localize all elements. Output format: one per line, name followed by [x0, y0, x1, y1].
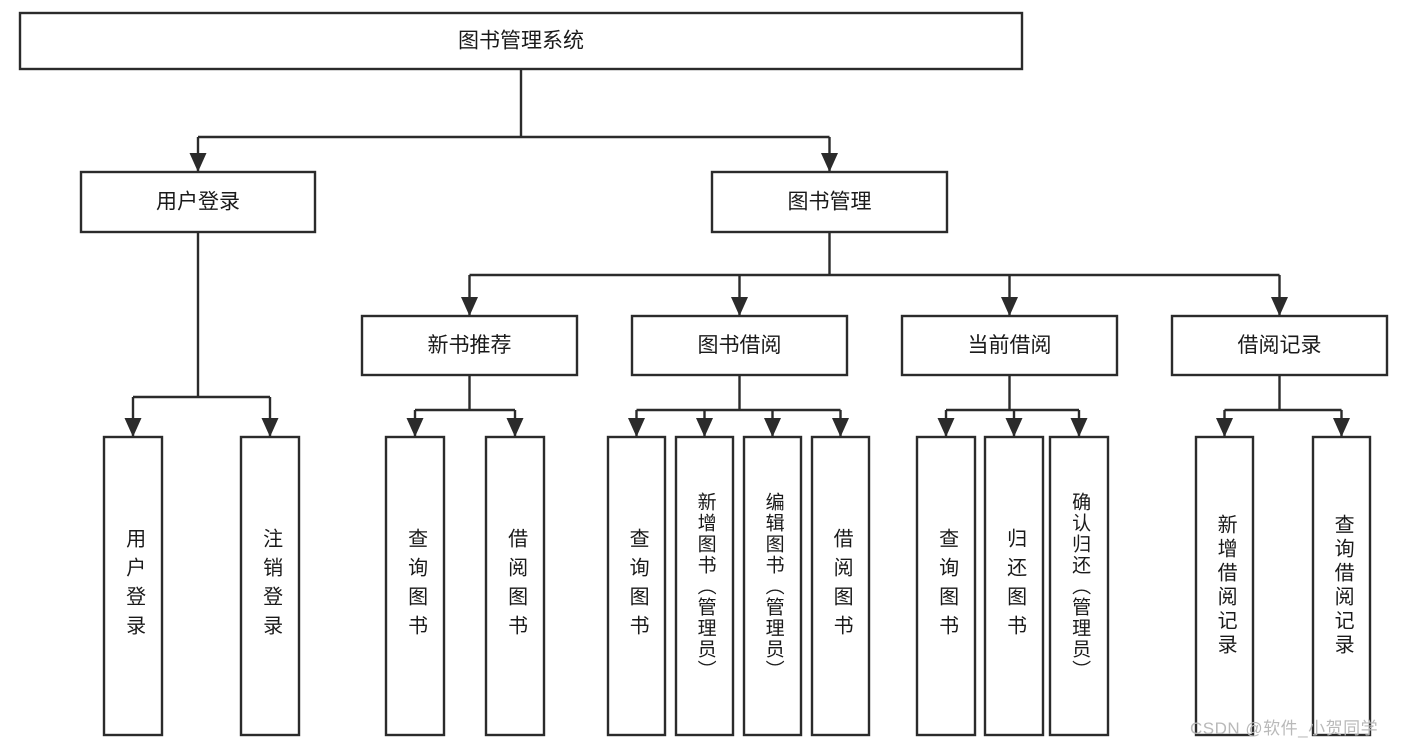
- node-box-leaf-6[interactable]: [742, 435, 803, 737]
- arrowhead-down: [261, 418, 279, 437]
- arrowhead-down: [1005, 418, 1023, 437]
- arrowhead-down: [937, 418, 955, 437]
- node-level2-1[interactable]: [710, 170, 949, 234]
- node-box-leaf-0[interactable]: [102, 435, 164, 737]
- node-box-leaf-1[interactable]: [239, 435, 301, 737]
- node-label-level3-2: 当前借阅: [968, 334, 1052, 357]
- arrowhead-down: [189, 153, 207, 172]
- node-label-level2-1: 图书管理: [788, 191, 872, 214]
- node-box-level3-0[interactable]: [360, 314, 579, 377]
- arrowhead-down: [821, 153, 838, 172]
- arrowhead-down: [1001, 297, 1018, 316]
- node-box-level2-1[interactable]: [710, 170, 949, 234]
- node-label-level3-0: 新书推荐: [428, 334, 512, 357]
- node-box-leaf-9[interactable]: [983, 435, 1045, 737]
- arrowhead-down: [1271, 297, 1288, 316]
- node-box-level3-1[interactable]: [630, 314, 849, 377]
- arrowhead-down: [764, 418, 781, 437]
- node-leaf-11[interactable]: [1194, 435, 1255, 737]
- node-leaf-6[interactable]: [742, 435, 803, 737]
- arrowhead-down: [406, 418, 424, 437]
- node-root-0[interactable]: [18, 11, 1024, 71]
- node-box-leaf-12[interactable]: [1311, 435, 1372, 737]
- node-label-level2-0: 用户登录: [156, 191, 240, 214]
- arrowhead-down: [1333, 418, 1350, 437]
- node-box-level2-0[interactable]: [79, 170, 317, 234]
- node-leaf-12[interactable]: [1311, 435, 1372, 737]
- arrowhead-down: [1216, 418, 1233, 437]
- node-box-leaf-7[interactable]: [810, 435, 871, 737]
- arrowhead-down: [461, 297, 478, 316]
- node-boxes: [18, 11, 1389, 737]
- arrowhead-down: [832, 418, 849, 437]
- arrowhead-down: [124, 418, 142, 437]
- node-leaf-10[interactable]: [1048, 435, 1110, 737]
- node-box-root-0[interactable]: [18, 11, 1024, 71]
- node-label-root-0: 图书管理系统: [458, 30, 584, 53]
- node-box-leaf-3[interactable]: [484, 435, 546, 737]
- node-box-leaf-5[interactable]: [674, 435, 735, 737]
- arrowhead-down: [506, 418, 524, 437]
- csdn-watermark: CSDN @软件_小贺同学: [1190, 719, 1379, 738]
- arrowhead-down: [696, 418, 713, 437]
- node-leaf-8[interactable]: [915, 435, 977, 737]
- node-level3-1[interactable]: [630, 314, 849, 377]
- node-level3-3[interactable]: [1170, 314, 1389, 377]
- node-level3-0[interactable]: [360, 314, 579, 377]
- node-leaf-0[interactable]: [102, 435, 164, 737]
- node-leaf-2[interactable]: [384, 435, 446, 737]
- node-box-leaf-10[interactable]: [1048, 435, 1110, 737]
- node-level3-2[interactable]: [900, 314, 1119, 377]
- node-label-level3-1: 图书借阅: [698, 334, 782, 357]
- node-box-leaf-11[interactable]: [1194, 435, 1255, 737]
- node-leaf-4[interactable]: [606, 435, 667, 737]
- node-level2-0[interactable]: [79, 170, 317, 234]
- node-box-leaf-2[interactable]: [384, 435, 446, 737]
- node-box-leaf-4[interactable]: [606, 435, 667, 737]
- node-leaf-1[interactable]: [239, 435, 301, 737]
- arrowhead-down: [1070, 418, 1088, 437]
- node-box-level3-3[interactable]: [1170, 314, 1389, 377]
- connector-lines: [124, 69, 1350, 437]
- node-box-leaf-8[interactable]: [915, 435, 977, 737]
- node-leaf-7[interactable]: [810, 435, 871, 737]
- node-box-level3-2[interactable]: [900, 314, 1119, 377]
- arrowhead-down: [731, 297, 748, 316]
- node-leaf-9[interactable]: [983, 435, 1045, 737]
- node-leaf-5[interactable]: [674, 435, 735, 737]
- node-leaf-3[interactable]: [484, 435, 546, 737]
- node-label-level3-3: 借阅记录: [1238, 334, 1322, 357]
- arrowhead-down: [628, 418, 645, 437]
